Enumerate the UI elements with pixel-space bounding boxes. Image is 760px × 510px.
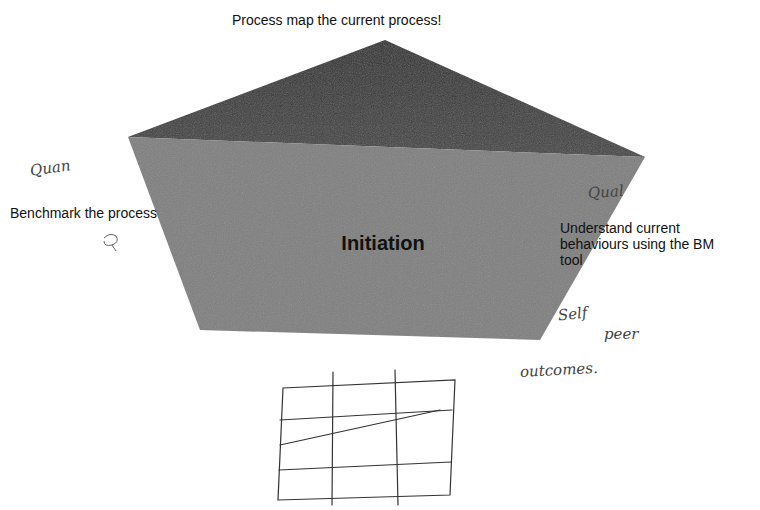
hand-mark [104,234,117,251]
pentagon-outline [128,40,645,340]
top-face [128,40,645,157]
handwritten-note: Quan [29,157,72,180]
top-label: Process map the current process! [232,12,441,28]
side-label: Benchmark the process [10,205,157,221]
side-label: Understand current behaviours using the … [560,220,740,268]
handwritten-note: outcomes. [520,360,599,381]
handwritten-note: Self [557,305,588,325]
handwritten-note: peer [604,326,639,343]
pentagon-shape: Initiation [128,40,645,340]
stage-title: Initiation [341,232,424,255]
handwritten-note: Qual [587,183,624,203]
hand-grid-sketch [278,370,455,505]
